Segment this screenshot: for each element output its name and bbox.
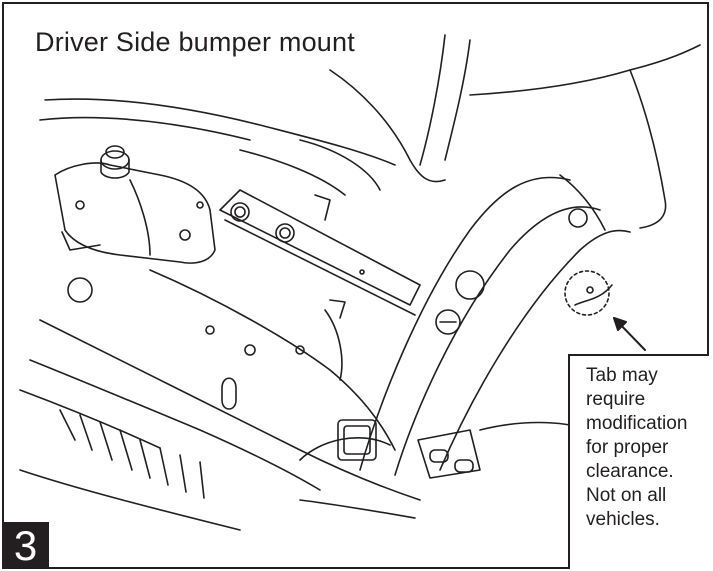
callout-line: modification <box>586 413 688 434</box>
upper-mount-bracket <box>54 145 216 264</box>
diagonal-mount-bar <box>219 189 421 316</box>
page-title: Driver Side bumper mount <box>31 27 359 58</box>
body-panel-lines <box>39 34 701 229</box>
callout-arrow <box>613 317 646 351</box>
callout-line: Not on all <box>586 485 667 506</box>
bumper-lip-lines <box>19 359 416 531</box>
callout-line: clearance. <box>586 461 674 482</box>
callout-note: Tab may require modification for proper … <box>568 354 709 569</box>
callout-line: require <box>586 389 646 410</box>
step-number-badge: 3 <box>2 522 49 569</box>
callout-line: vehicles. <box>586 509 660 530</box>
callout-line: Tab may <box>586 365 658 386</box>
frame-rail <box>359 174 631 476</box>
mount-hole <box>67 277 93 303</box>
callout-line: for proper <box>586 437 669 458</box>
tab-highlight <box>564 270 613 316</box>
lower-mount-plate <box>39 269 421 501</box>
